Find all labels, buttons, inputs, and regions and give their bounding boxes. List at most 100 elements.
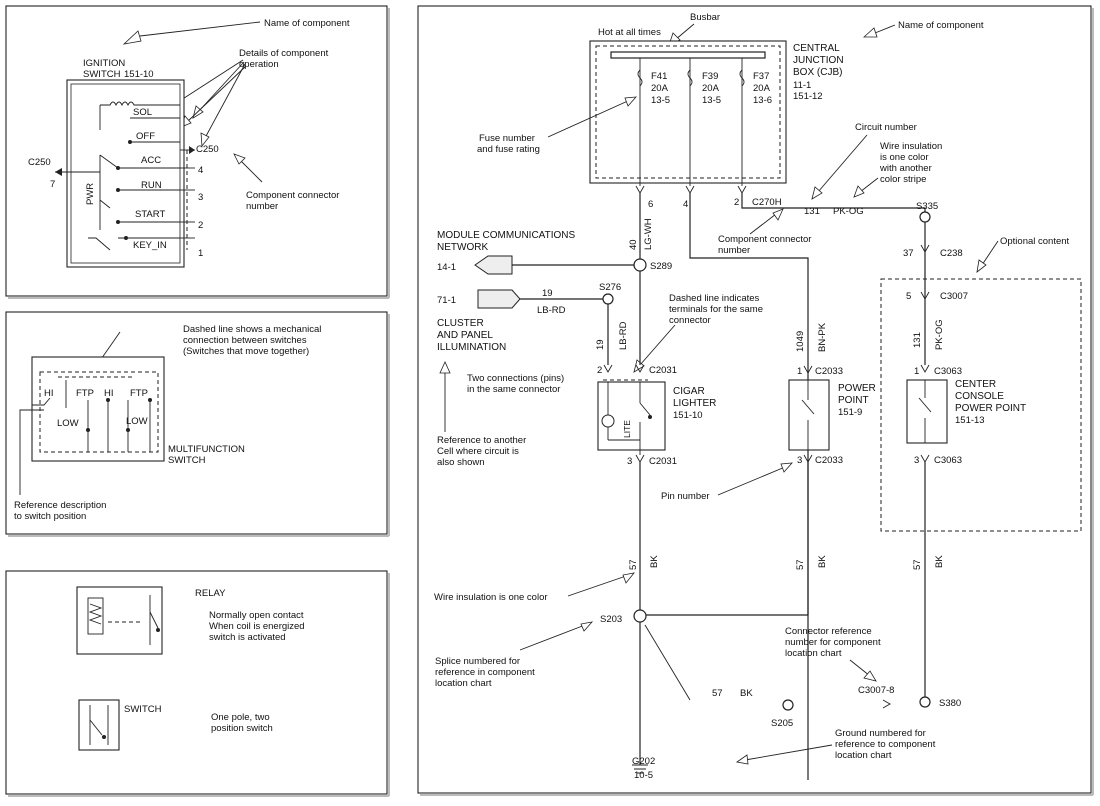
pin-3-console: 3: [914, 455, 919, 466]
splice-s335-label: S335: [916, 201, 938, 212]
wire-19: 19: [542, 288, 553, 299]
fuse-f37-id: F37: [753, 71, 769, 82]
cigar-lighter-2: LIGHTER: [673, 398, 716, 409]
wire-57b: 57: [795, 559, 806, 570]
center-console-3: POWER POINT: [955, 403, 1026, 414]
label-details-operation-2: operation: [239, 59, 279, 70]
label-switch: SWITCH: [83, 69, 121, 80]
label-ground-2: reference to component: [835, 739, 936, 750]
label-component-connector-2-2: number: [718, 245, 750, 256]
pin-4: 4: [198, 165, 203, 176]
label-connector-ref-1: Connector reference: [785, 626, 872, 637]
label-connector-ref-2: number for component: [785, 637, 881, 648]
label-wire-stripe-3: with another: [879, 163, 932, 174]
label-s205: S205: [771, 718, 793, 729]
label-name-of-component-2: Name of component: [898, 20, 984, 31]
wire-color-lg-wh: LG-WH: [643, 218, 654, 250]
label-dashed-same-3: connector: [669, 315, 711, 326]
label-dashed-same-1: Dashed line indicates: [669, 293, 760, 304]
callout-line: [139, 21, 261, 37]
label-two-connections-1: Two connections (pins): [467, 373, 564, 384]
center-console-2: CONSOLE: [955, 391, 1004, 402]
label-wire-stripe-2: is one color: [880, 152, 929, 163]
wire-color-bk-a: BK: [649, 555, 660, 568]
label-dashed-mech-2: connection between switches: [183, 335, 307, 346]
label-hot-at-all-times: Hot at all times: [598, 27, 661, 38]
label-optional-content: Optional content: [1000, 236, 1070, 247]
pin-6: 6: [648, 199, 653, 210]
cigar-lighter-3: 151-10: [673, 410, 703, 421]
pin-2-cigar: 2: [597, 365, 602, 376]
label-relay-desc-1: Normally open contact: [209, 610, 304, 621]
cigar-lighter-1: CIGAR: [673, 386, 705, 397]
center-console-4: 151-13: [955, 415, 985, 426]
wire-color-bk-c: BK: [934, 555, 945, 568]
connector-c270h: C270H: [752, 197, 782, 208]
fuse-f41-rating: 20A: [651, 83, 669, 94]
ground-icon: [632, 764, 648, 774]
pin-1-console: 1: [914, 366, 919, 377]
cjb-line-3: BOX (CJB): [793, 67, 842, 78]
wire-color-bn-pk: BN-PK: [817, 322, 828, 352]
optional-content-frame: [880, 278, 1082, 532]
label-module-comm-2: NETWORK: [437, 242, 488, 253]
label-switch-desc-1: One pole, two: [211, 712, 270, 723]
label-splice-2: reference in component: [435, 667, 535, 678]
panel-relay-switch: RELAY Normally open contact When coil is…: [5, 570, 390, 797]
power-point-2: POINT: [838, 395, 869, 406]
splice-s203: [633, 609, 647, 623]
callout-arrowhead: [122, 30, 142, 45]
label-lite: LITE: [622, 420, 632, 438]
label-hi-2: HI: [104, 388, 114, 399]
fuse-f39-id: F39: [702, 71, 718, 82]
label-ignition-cell: 151-10: [124, 69, 154, 80]
connector-c3007-8: C3007-8: [858, 685, 894, 696]
position-acc: ACC: [141, 155, 161, 166]
wire-131: 131: [804, 206, 820, 217]
label-splice-3: location chart: [435, 678, 492, 689]
label-g202-cell: 10-5: [634, 770, 653, 781]
panel-wiring-example: Busbar Hot at all times F41 20A 13-5 F39…: [417, 5, 1094, 796]
wire-57a: 57: [628, 559, 639, 570]
label-reference-cell-2: Cell where circuit is: [437, 446, 519, 457]
label-dashed-mech-3: (Switches that move together): [183, 346, 309, 357]
wire-131b: 131: [912, 332, 923, 348]
pin-2: 2: [734, 197, 739, 208]
label-dashed-same-2: terminals for the same: [669, 304, 763, 315]
center-console-box: [906, 379, 948, 444]
pin-4: 4: [683, 199, 688, 210]
label-wire-stripe-4: color stripe: [880, 174, 926, 185]
label-low-2: LOW: [126, 416, 148, 427]
pin-1: 1: [198, 248, 203, 259]
pin-3-power: 3: [797, 455, 802, 466]
label-reference-description-1: Reference description: [14, 500, 106, 511]
label-ignition: IGNITION: [83, 58, 125, 69]
connector-c2033-top: C2033: [815, 366, 843, 377]
label-hi-1: HI: [44, 388, 54, 399]
pin-c250-left: 7: [50, 179, 55, 190]
fuse-f37-rating: 20A: [753, 83, 771, 94]
pin-1-power: 1: [797, 366, 802, 377]
wire-color-lb-rd-b: LB-RD: [618, 321, 629, 350]
wire-19b: 19: [595, 339, 606, 350]
label-ground-3: location chart: [835, 750, 892, 761]
connector-c250-right: C250: [196, 144, 219, 155]
label-component-connector-1: Component connector: [246, 190, 339, 201]
ignition-switch-box: [66, 79, 185, 268]
label-ground-1: Ground numbered for: [835, 728, 926, 739]
label-wire-stripe-1: Wire insulation: [880, 141, 942, 152]
label-ftp-2: FTP: [130, 388, 148, 399]
connector-c2033-bottom: C2033: [815, 455, 843, 466]
cjb-line-1: CENTRAL: [793, 43, 840, 54]
connector-c2031-bottom: C2031: [649, 456, 677, 467]
label-dashed-mech-1: Dashed line shows a mechanical: [183, 324, 321, 335]
wire-color-bk-d: BK: [740, 688, 753, 699]
label-component-connector-2-1: Component connector: [718, 234, 811, 245]
power-point-3: 151-9: [838, 407, 862, 418]
wire-40: 40: [628, 239, 639, 250]
fuse-f37-cell: 13-6: [753, 95, 772, 106]
cjb-line-5: 151-12: [793, 91, 823, 102]
switch-symbol: [78, 699, 120, 751]
label-wire-one-color: Wire insulation is one color: [434, 592, 548, 603]
pin-3: 3: [198, 192, 203, 203]
